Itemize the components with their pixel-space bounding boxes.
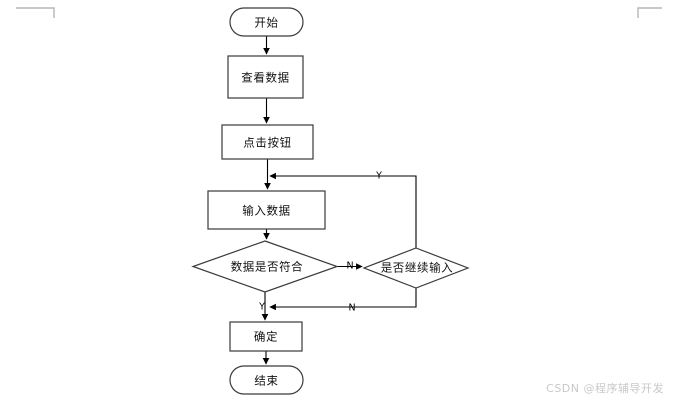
confirm-shape bbox=[229, 321, 303, 352]
margin-corner-mark-top-left bbox=[16, 7, 55, 18]
end-shape bbox=[229, 365, 304, 395]
node-start[interactable]: 开始 bbox=[229, 7, 304, 37]
continue-input-label: 是否继续输入 bbox=[381, 261, 454, 275]
edge-label-check-no: N bbox=[346, 261, 353, 272]
continue-input-shape bbox=[362, 247, 470, 289]
connector-continue-yes-loop-back bbox=[269, 172, 417, 248]
node-continue-input[interactable]: 是否继续输入 bbox=[362, 247, 470, 289]
node-view-data[interactable]: 查看数据 bbox=[227, 55, 304, 99]
start-shape bbox=[229, 7, 304, 37]
csdn-watermark: CSDN @程序辅导开发 bbox=[546, 382, 664, 395]
click-button-shape bbox=[221, 124, 314, 160]
node-input-data[interactable]: 输入数据 bbox=[207, 190, 326, 230]
start-label: 开始 bbox=[254, 16, 278, 30]
check-data-shape bbox=[191, 240, 339, 293]
node-click-button[interactable]: 点击按钮 bbox=[221, 124, 314, 160]
click-button-label: 点击按钮 bbox=[243, 136, 291, 150]
edge-label-loop-yes: Y bbox=[375, 171, 382, 182]
margin-corner-mark-top-right bbox=[637, 7, 662, 18]
input-data-shape bbox=[207, 190, 326, 230]
input-data-label: 输入数据 bbox=[242, 204, 290, 218]
edge-label-check-yes: Y bbox=[258, 302, 265, 313]
connector-continue-no-to-confirm-path bbox=[269, 288, 417, 311]
node-check-data[interactable]: 数据是否符合 bbox=[191, 240, 339, 293]
node-confirm[interactable]: 确定 bbox=[229, 321, 303, 352]
view-data-shape bbox=[227, 55, 304, 99]
confirm-label: 确定 bbox=[254, 330, 278, 344]
node-end[interactable]: 结束 bbox=[229, 365, 304, 395]
edge-label-continue-no: N bbox=[348, 303, 355, 314]
end-label: 结束 bbox=[254, 374, 278, 388]
check-data-label: 数据是否符合 bbox=[231, 260, 304, 274]
view-data-label: 查看数据 bbox=[241, 71, 289, 85]
